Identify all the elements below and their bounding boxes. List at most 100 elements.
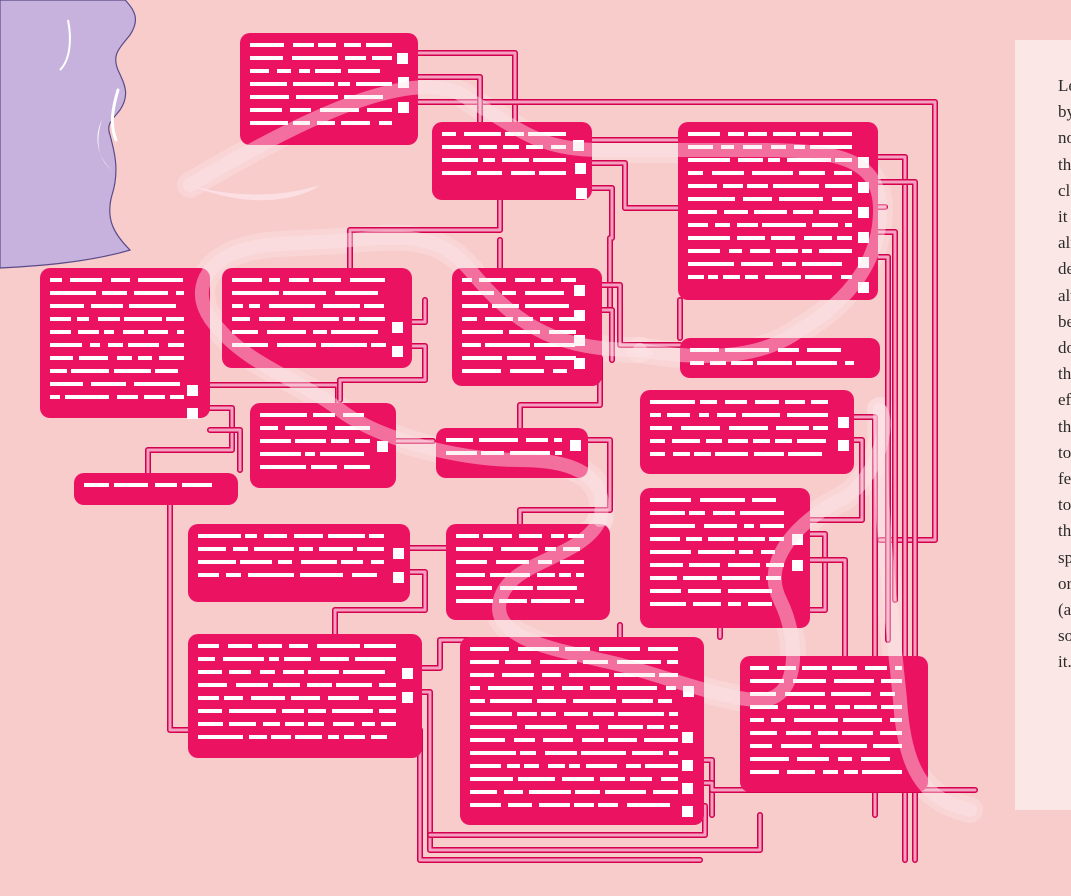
text-bar <box>470 725 517 729</box>
port-icon <box>575 163 586 174</box>
text-bar <box>260 465 306 469</box>
text-bar <box>776 249 798 253</box>
text-bar <box>819 210 852 214</box>
circuit-block <box>240 33 418 145</box>
text-bar <box>198 722 223 726</box>
text-bar <box>285 722 304 726</box>
text-bar <box>456 547 493 551</box>
text-bar <box>446 451 477 455</box>
text-bar <box>462 317 477 321</box>
wire-connector-icon <box>588 161 712 210</box>
text-bar <box>785 692 825 696</box>
circuit-block <box>432 122 592 200</box>
text-bar <box>117 395 138 399</box>
text-bar <box>155 483 177 487</box>
text-bar <box>693 602 721 606</box>
text-bar <box>541 712 556 716</box>
text-bar <box>379 121 392 125</box>
text-bar <box>277 69 291 73</box>
text-bar <box>333 722 354 726</box>
text-bar <box>509 330 540 334</box>
port-icon <box>398 77 409 88</box>
text-bar <box>264 534 287 538</box>
text-bar <box>713 511 735 515</box>
text-bar <box>470 790 497 794</box>
text-bar <box>70 278 102 282</box>
text-bar <box>519 534 542 538</box>
port-icon <box>574 285 585 296</box>
text-bar <box>300 573 343 577</box>
text-bar <box>198 696 219 700</box>
text-bar <box>683 576 717 580</box>
text-bar <box>575 599 584 603</box>
text-bar <box>510 451 550 455</box>
text-bar <box>198 573 219 577</box>
port-icon <box>858 207 869 218</box>
text-bar <box>198 657 215 661</box>
text-bar <box>786 731 811 735</box>
text-bar <box>381 722 396 726</box>
text-bar <box>574 803 594 807</box>
text-bar <box>700 400 717 404</box>
text-bar <box>518 317 533 321</box>
text-bar <box>690 348 719 352</box>
text-bar <box>483 534 512 538</box>
text-bar <box>229 722 256 726</box>
text-bar <box>748 132 767 136</box>
text-bar <box>820 744 867 748</box>
text-bar <box>308 670 339 674</box>
text-bar <box>357 547 384 551</box>
text-bar <box>462 356 502 360</box>
text-bar <box>269 304 315 308</box>
text-bar <box>744 524 754 528</box>
text-bar <box>260 426 278 430</box>
text-bar <box>728 563 760 567</box>
text-bar <box>541 278 553 282</box>
text-bar <box>177 330 184 334</box>
text-bar <box>50 356 73 360</box>
text-bar <box>630 777 652 781</box>
profile-face-icon <box>0 0 137 269</box>
text-bar <box>98 317 120 321</box>
text-bar <box>706 439 722 443</box>
text-bar <box>50 395 60 399</box>
circuit-block <box>640 390 854 474</box>
text-bar <box>159 356 184 360</box>
text-bar <box>841 275 852 279</box>
text-bar <box>368 696 396 700</box>
text-bar <box>511 171 535 175</box>
text-bar <box>540 660 577 664</box>
text-bar <box>267 330 306 334</box>
text-bar <box>364 304 384 308</box>
text-bar <box>568 534 584 538</box>
text-bar <box>50 343 82 347</box>
text-bar <box>198 683 227 687</box>
port-icon <box>402 692 413 703</box>
text-bar <box>777 666 796 670</box>
text-bar <box>503 145 519 149</box>
circuit-block <box>222 268 412 368</box>
circuit-block <box>640 488 810 628</box>
text-bar <box>224 696 243 700</box>
text-bar <box>823 770 838 774</box>
text-bar <box>669 751 678 755</box>
text-bar <box>802 262 842 266</box>
text-bar <box>750 249 770 253</box>
text-bar <box>835 705 850 709</box>
text-bar <box>698 550 735 554</box>
text-bar <box>752 498 776 502</box>
text-bar <box>729 249 742 253</box>
text-bar <box>260 670 275 674</box>
wire-connector-icon <box>338 344 427 402</box>
text-bar <box>442 132 456 136</box>
text-bar <box>470 712 512 716</box>
text-bar <box>672 439 700 443</box>
text-bar <box>250 56 283 60</box>
text-bar <box>456 560 487 564</box>
text-bar <box>263 722 280 726</box>
text-bar <box>500 586 533 590</box>
text-bar <box>757 361 792 365</box>
text-bar <box>700 498 745 502</box>
text-bar <box>232 304 243 308</box>
wire-connector-icon <box>413 690 762 852</box>
